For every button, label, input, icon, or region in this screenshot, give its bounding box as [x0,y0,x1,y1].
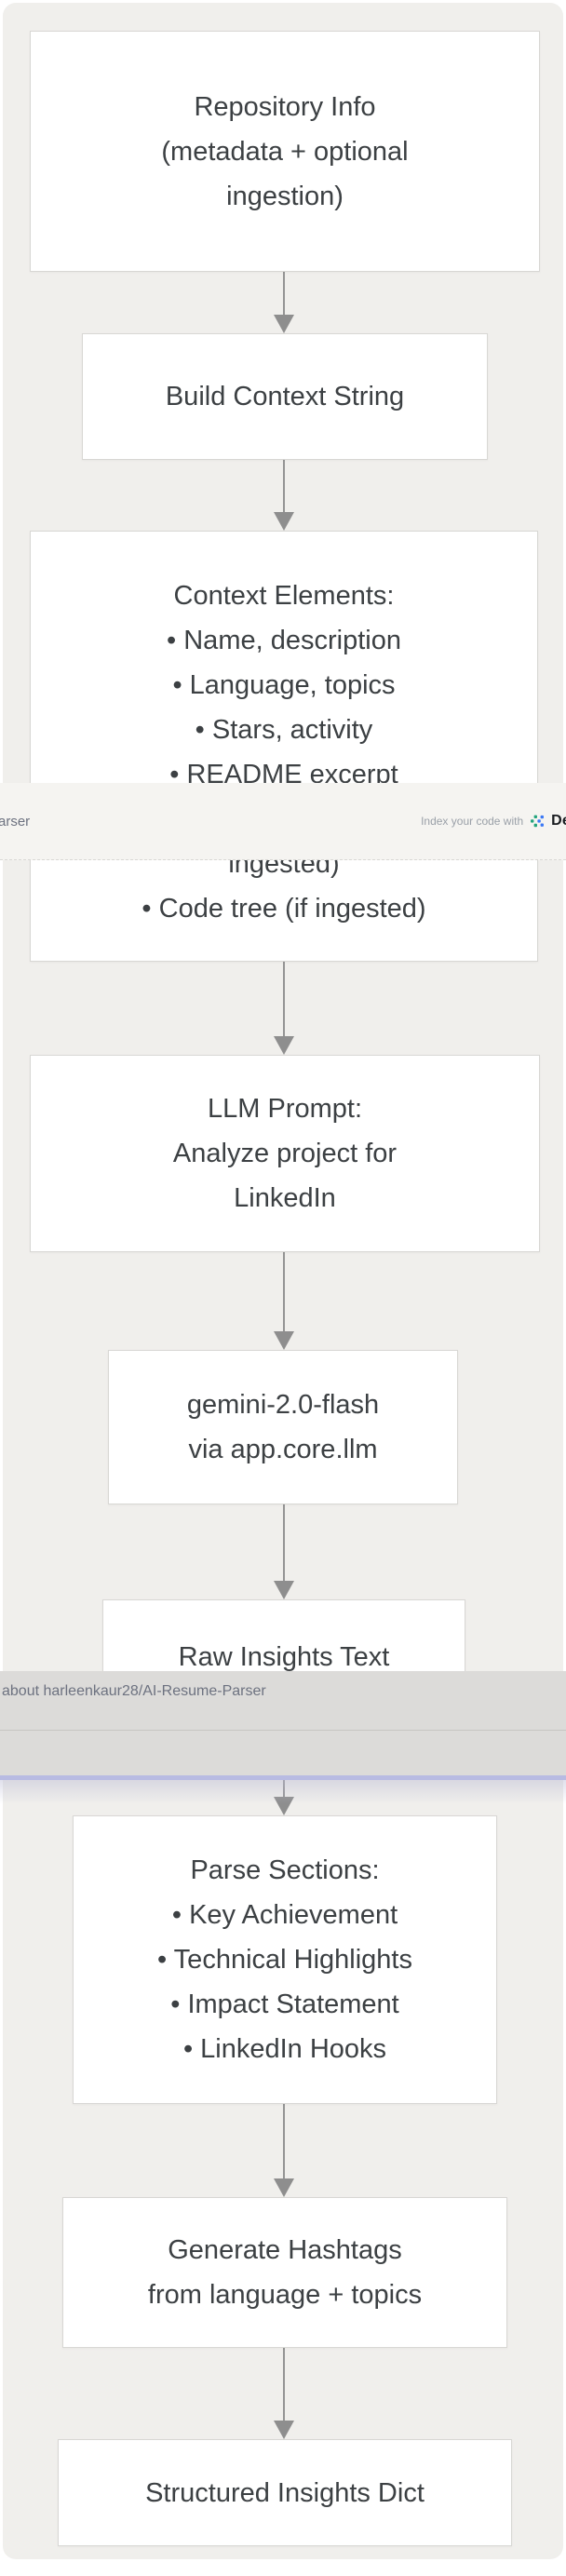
arrow-stem [283,1250,285,1331]
node-text-line: Structured Insights Dict [145,2477,424,2508]
flow-node-repository-info: Repository Info (metadata + optional ing… [30,31,540,272]
repo-title-fragment: arser [0,813,31,829]
node-text-line: • Name, description [167,625,401,655]
devin-brand-fragment: De [551,813,566,829]
node-text-line: ingestion) [226,181,344,211]
chat-toolbar-area[interactable] [0,1731,566,1775]
node-text-line: LinkedIn [234,1183,336,1213]
flow-node-llm-prompt: LLM Prompt: Analyze project for LinkedIn [30,1055,540,1252]
node-text-line: Raw Insights Text [178,1642,390,1672]
devin-promo-link[interactable]: Index your code with De [421,813,566,829]
arrow-head-icon [274,1036,294,1055]
arrow-stem [283,962,285,1036]
chat-question-text: about harleenkaur28/AI-Resume-Parser [2,1683,266,1699]
node-text-line: LLM Prompt: [208,1094,362,1124]
arrow-head-icon [274,1581,294,1599]
arrow-head-icon [274,2178,294,2197]
flow-node-structured-insights-dict: Structured Insights Dict [58,2439,512,2546]
chat-input-overlay[interactable]: about harleenkaur28/AI-Resume-Parser [0,1671,566,1804]
flow-node-build-context-string: Build Context String [82,333,488,460]
node-text-line: Build Context String [165,382,405,411]
node-text-line: via app.core.llm [188,1435,378,1464]
chat-focus-ring [0,1775,566,1780]
devin-logo-icon [530,814,545,829]
node-text-line: gemini-2.0-flash [186,1390,380,1420]
sticky-header-bar: arser Index your code with De [0,783,566,860]
arrow-stem [283,2102,285,2178]
index-your-code-label: Index your code with [421,815,524,828]
flow-node-gemini-model: gemini-2.0-flash via app.core.llm [108,1350,458,1504]
arrow-head-icon [274,2421,294,2439]
node-text-line: • Language, topics [172,669,396,700]
node-text-line: (metadata + optional [161,136,409,167]
node-text-line: from language + topics [147,2280,423,2310]
node-text-line: Context Elements: [173,580,395,611]
arrow-stem [283,458,285,512]
node-text-line: Generate Hashtags [168,2235,402,2265]
arrow-head-icon [274,512,294,531]
chat-drop-shadow [0,1780,566,1804]
node-text-line: • Key Achievement [171,1900,398,1930]
arrow-stem [283,2346,285,2421]
arrow-stem [283,1776,285,1797]
node-text-line: • LinkedIn Hooks [182,2034,387,2064]
arrow-head-icon [274,1797,294,1815]
node-text-line: Parse Sections: [190,1855,380,1885]
arrow-stem [283,270,285,315]
node-text-line: • Stars, activity [195,714,373,745]
node-text-line: • Technical Highlights [157,1945,412,1975]
arrow-head-icon [274,1331,294,1350]
node-text-line: Repository Info [194,91,376,122]
node-text-line: Analyze project for [172,1139,398,1168]
chat-input-area[interactable]: about harleenkaur28/AI-Resume-Parser [0,1671,566,1730]
arrow-stem [283,1503,285,1581]
node-text-line: • Impact Statement [170,1989,399,2019]
node-text-line: • Code tree (if ingested) [142,893,426,924]
flow-node-context-elements: Context Elements: • Name, description • … [30,531,538,962]
arrow-head-icon [274,315,294,333]
flow-node-generate-hashtags: Generate Hashtags from language + topics [62,2197,507,2348]
flow-node-parse-sections: Parse Sections: • Key Achievement • Tech… [73,1815,497,2104]
chat-divider [0,1730,566,1731]
